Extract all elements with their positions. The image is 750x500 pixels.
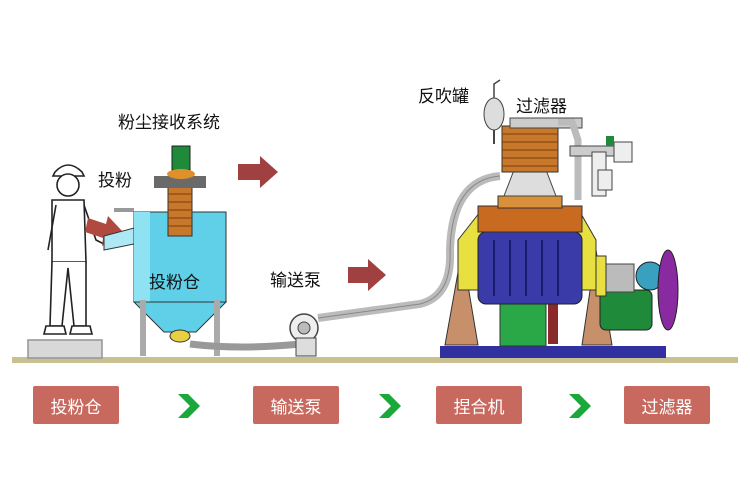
flow-step-filter: 过滤器 — [624, 386, 710, 424]
flow-step-pump: 输送泵 — [253, 386, 339, 424]
ground-line — [12, 357, 738, 363]
transfer-pipe-1 — [189, 340, 301, 351]
chevron-right-icon — [379, 394, 401, 418]
flow-step-kneader: 捏合机 — [436, 386, 522, 424]
mixer-motor — [599, 289, 653, 331]
transfer-pump — [289, 313, 319, 357]
filter-label: 过滤器 — [516, 97, 567, 117]
dust-system-label: 粉尘接收系统 — [118, 113, 220, 133]
machine-base — [440, 346, 666, 358]
silo-label: 投粉仓 — [149, 273, 200, 293]
pump-flow-arrow — [348, 259, 386, 291]
powder-silo — [103, 145, 228, 356]
worker-platform — [27, 339, 103, 359]
chevron-right-icon — [178, 394, 200, 418]
dust-flow-arrow — [238, 156, 278, 188]
fan-motor — [171, 145, 191, 171]
backflush-tank — [483, 97, 505, 131]
backflush-tank-label: 反吹罐 — [418, 87, 469, 107]
flywheel — [657, 249, 679, 331]
kneader-machine — [440, 195, 679, 358]
top-filter — [483, 79, 633, 200]
flow-step-silo: 投粉仓 — [33, 386, 119, 424]
pump-label: 输送泵 — [270, 271, 321, 291]
chevron-right-icon — [569, 394, 591, 418]
worker-figure — [27, 164, 105, 359]
feeding-label: 投粉 — [98, 171, 132, 191]
